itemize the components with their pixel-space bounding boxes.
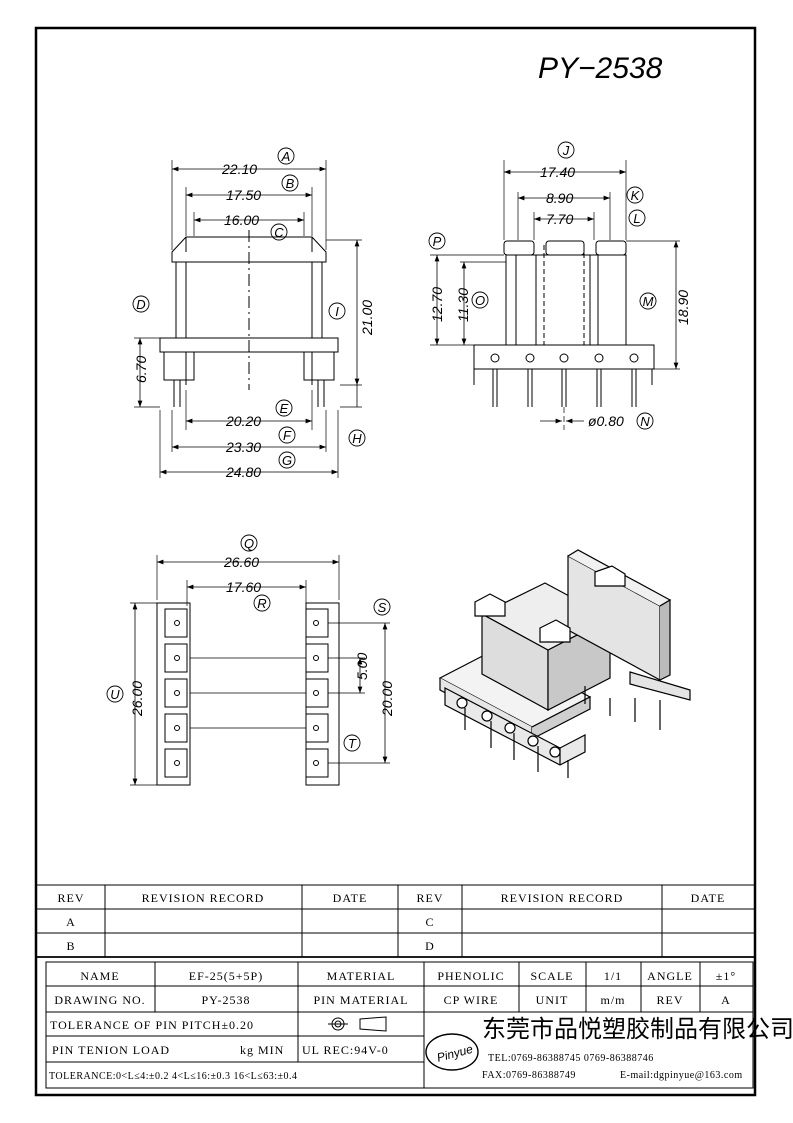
date-header-1: DATE: [333, 891, 368, 905]
callout-o: O: [475, 293, 485, 308]
rev-header-1: REV: [58, 891, 85, 905]
pin-material-label: PIN MATERIAL: [314, 993, 409, 1007]
outer-frame: [34, 26, 757, 1097]
unit-value: m/m: [600, 993, 625, 1007]
callout-f: F: [283, 428, 292, 443]
scale-label: SCALE: [530, 969, 573, 983]
dim-23-30: 23.30: [225, 439, 261, 455]
callout-k: K: [631, 188, 641, 203]
callout-l: L: [633, 211, 640, 226]
name-label: NAME: [80, 969, 119, 983]
callout-t: T: [348, 736, 357, 751]
logo-text: Pinyue: [435, 1042, 474, 1065]
callout-n: N: [640, 414, 650, 429]
dim-6-70: 6.70: [133, 356, 149, 383]
bottom-view: [130, 555, 390, 786]
dim-26-00: 26.00: [129, 681, 145, 717]
callout-h: H: [352, 431, 362, 446]
dim-8-90: 8.90: [546, 190, 573, 206]
rev-label: REV: [657, 993, 684, 1007]
callout-b: B: [286, 176, 295, 191]
dim-20-20: 20.20: [225, 413, 261, 429]
front-view: [134, 160, 362, 478]
pin-material-value: CP WIRE: [444, 993, 499, 1007]
scale-value: 1/1: [604, 969, 622, 983]
company-email: E-mail:dgpinyue@163.com: [620, 1070, 743, 1081]
callout-e: E: [280, 401, 289, 416]
angle-label: ANGLE: [647, 969, 693, 983]
dim-26-60: 26.60: [223, 554, 259, 570]
callout-m: M: [643, 294, 654, 309]
material-label: MATERIAL: [327, 969, 396, 983]
revision-record-header-2: REVISION RECORD: [501, 891, 624, 905]
callout-i: I: [335, 304, 339, 319]
dim-24-80: 24.80: [225, 464, 261, 480]
revision-table: [37, 884, 755, 958]
callout-u: U: [110, 687, 120, 702]
dim-pin-diameter: ø0.80: [588, 413, 624, 429]
rev-c: C: [425, 915, 434, 929]
title-block: [45, 961, 754, 1089]
drawing-no-label: DRAWING NO.: [54, 993, 145, 1007]
callout-g: G: [282, 453, 292, 468]
rev-b: B: [66, 939, 75, 953]
dim-22-10: 22.10: [221, 161, 257, 177]
company-name: 东莞市品悦塑胶制品有限公司: [482, 1015, 793, 1043]
name-value: EF-25(5+5P): [189, 969, 263, 983]
pin-tension-value: kg MIN: [240, 1043, 284, 1057]
company-fax: FAX:0769-86388749: [482, 1070, 576, 1081]
rev-value: A: [721, 993, 731, 1007]
rev-header-2: REV: [417, 891, 444, 905]
date-header-2: DATE: [691, 891, 726, 905]
callout-s: S: [378, 600, 387, 615]
dim-17-60: 17.60: [226, 579, 261, 595]
dim-17-40: 17.40: [540, 164, 575, 180]
isometric-view: [438, 549, 691, 778]
callout-c: C: [274, 225, 284, 240]
dim-11-30: 11.30: [455, 288, 471, 322]
angle-value: ±1°: [716, 969, 736, 983]
callout-p: P: [433, 234, 442, 249]
dim-21-00: 21.00: [359, 300, 375, 336]
callout-j: J: [562, 143, 570, 158]
pin-tension-label: PIN TENION LOAD: [52, 1043, 170, 1057]
tolerance-general: TOLERANCE:0<L≤4:±0.2 4<L≤16:±0.3 16<L≤63…: [49, 1071, 298, 1082]
company-tel: TEL:0769-86388745 0769-86388746: [488, 1053, 654, 1064]
revision-record-header-1: REVISION RECORD: [142, 891, 265, 905]
dim-5-00: 5.00: [354, 653, 370, 680]
callout-r: R: [257, 596, 266, 611]
callout-d: D: [136, 297, 145, 312]
dim-20-00: 20.00: [379, 681, 395, 717]
dim-12-70: 12.70: [429, 287, 445, 322]
drawing-no-value: PY-2538: [201, 993, 250, 1007]
callout-a: A: [281, 149, 291, 164]
material-value: PHENOLIC: [437, 969, 504, 983]
dim-16-00: 16.00: [224, 212, 259, 228]
rev-d: D: [425, 939, 435, 953]
dim-18-90: 18.90: [675, 290, 691, 325]
ul-rec: UL REC:94V-0: [302, 1043, 389, 1057]
callout-q: Q: [244, 536, 254, 551]
unit-label: UNIT: [536, 993, 569, 1007]
drawing-title: PY−2538: [538, 52, 663, 85]
dim-7-70: 7.70: [546, 211, 573, 227]
side-view: [430, 160, 680, 430]
tolerance-pin-pitch: TOLERANCE OF PIN PITCH±0.20: [50, 1018, 254, 1032]
dim-17-50: 17.50: [226, 187, 261, 203]
rev-a: A: [66, 915, 76, 929]
